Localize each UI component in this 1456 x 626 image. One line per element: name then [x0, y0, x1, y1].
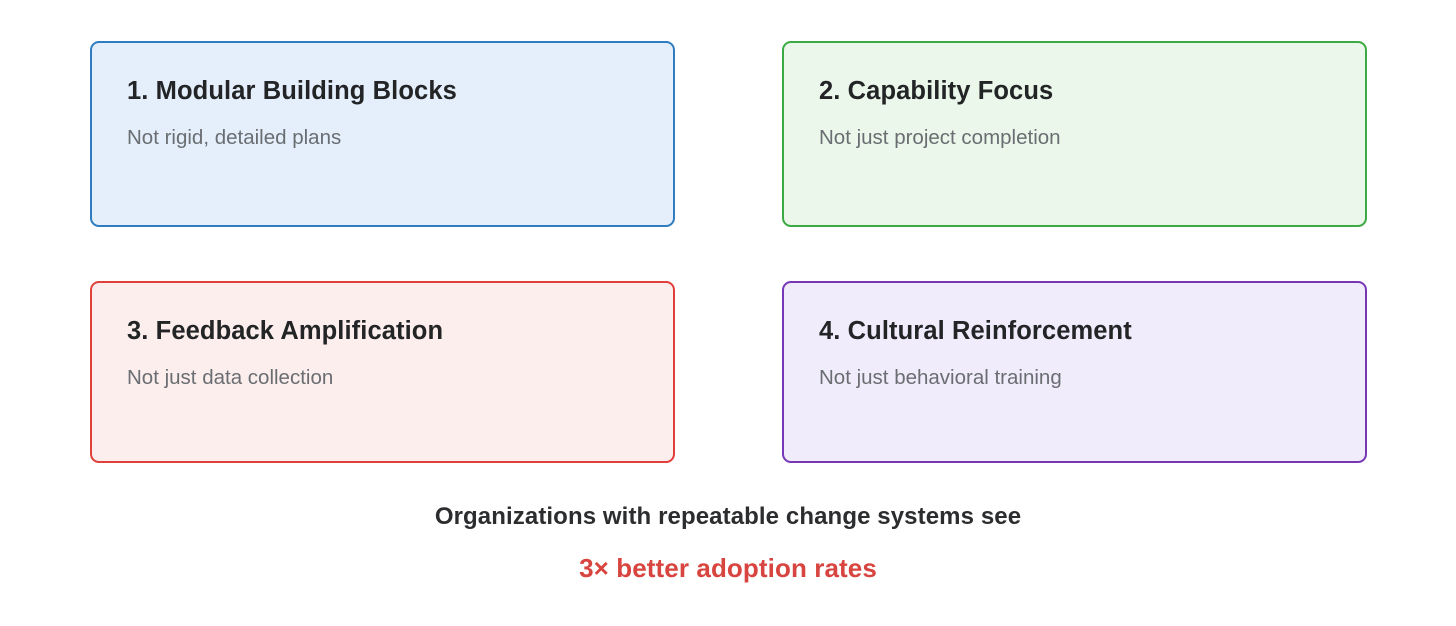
principle-card-1-subtitle: Not rigid, detailed plans	[127, 126, 342, 150]
principle-card-3[interactable]: 3. Feedback Amplification Not just data …	[90, 281, 675, 463]
principle-card-2-title: 2. Capability Focus	[819, 77, 1054, 105]
footer-statement: Organizations with repeatable change sys…	[434, 503, 1022, 530]
principle-card-4-title: 4. Cultural Reinforcement	[819, 317, 1132, 345]
principle-card-1[interactable]: 1. Modular Building Blocks Not rigid, de…	[90, 41, 675, 227]
footer-highlight-metric: 3× better adoption rates	[579, 553, 877, 583]
principle-card-1-title: 1. Modular Building Blocks	[127, 77, 457, 105]
footer-callout: Organizations with repeatable change sys…	[0, 502, 1456, 585]
principle-card-4[interactable]: 4. Cultural Reinforcement Not just behav…	[782, 281, 1367, 463]
principle-card-2[interactable]: 2. Capability Focus Not just project com…	[782, 41, 1367, 227]
principle-card-4-subtitle: Not just behavioral training	[819, 366, 1062, 390]
principle-card-3-subtitle: Not just data collection	[127, 366, 334, 390]
principle-card-3-title: 3. Feedback Amplification	[127, 317, 444, 345]
principles-card-grid: 1. Modular Building Blocks Not rigid, de…	[90, 41, 1367, 463]
principle-card-2-subtitle: Not just project completion	[819, 126, 1061, 150]
